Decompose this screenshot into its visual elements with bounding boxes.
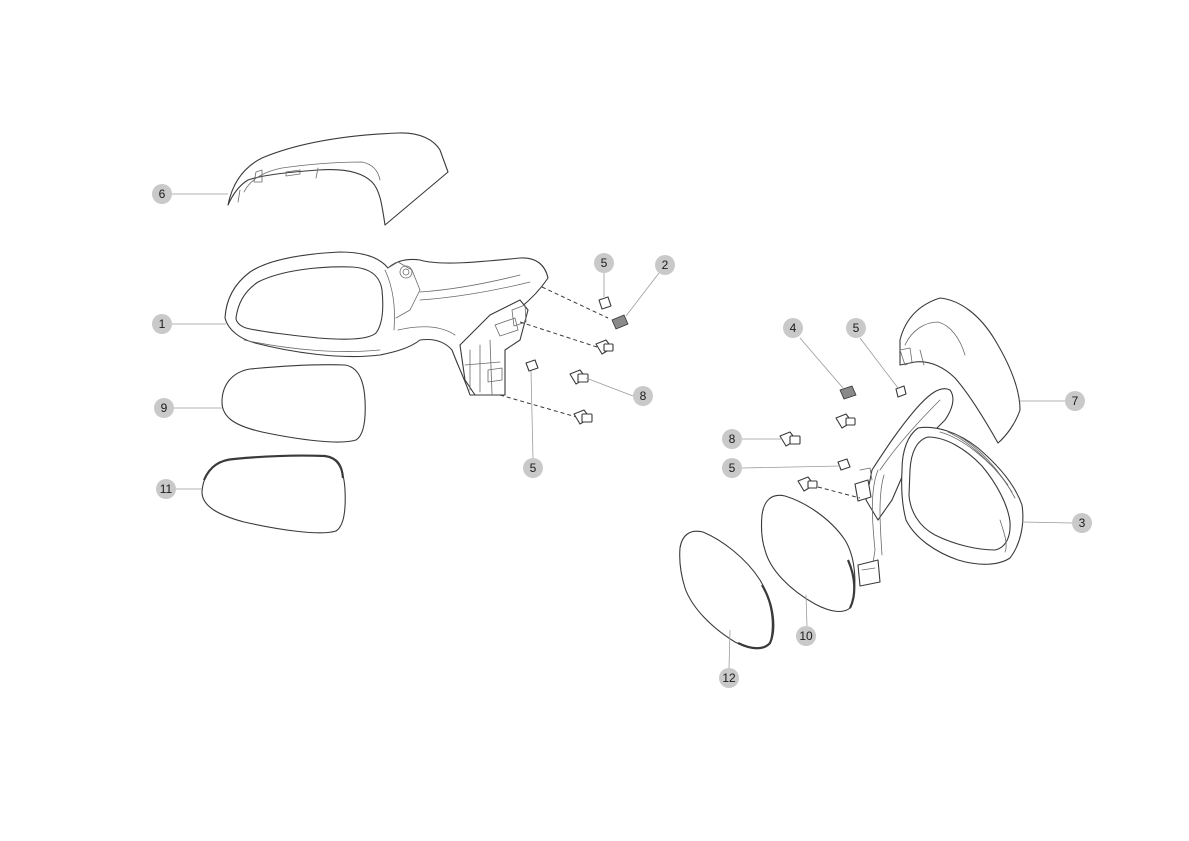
svg-text:3: 3 — [1079, 516, 1086, 530]
callout-3: 3 — [1072, 513, 1092, 533]
callout-8-right: 8 — [722, 429, 742, 449]
callout-10: 10 — [796, 626, 816, 646]
left-mirror-glass-backing — [201, 454, 346, 534]
left-mirror-housing — [224, 251, 549, 396]
left-fastening-lines — [499, 286, 609, 419]
svg-text:10: 10 — [799, 629, 813, 643]
right-screw-lower — [797, 476, 818, 492]
svg-text:12: 12 — [722, 671, 736, 685]
left-mirror-cover — [227, 132, 449, 226]
svg-text:5: 5 — [853, 321, 860, 335]
svg-text:11: 11 — [160, 482, 173, 496]
svg-text:1: 1 — [159, 317, 166, 331]
callout-11: 11 — [156, 479, 176, 499]
callout-5-left-lower: 5 — [523, 458, 543, 478]
left-screw-middle — [569, 369, 589, 385]
left-mirror-glass — [221, 364, 366, 443]
callout-12: 12 — [719, 668, 739, 688]
svg-text:9: 9 — [161, 401, 168, 415]
right-clip-part-4 — [839, 385, 857, 400]
left-screw-lower — [573, 409, 593, 425]
right-mirror-cover — [899, 297, 1021, 444]
svg-text:2: 2 — [662, 258, 669, 272]
callout-5-right-lower: 5 — [722, 458, 742, 478]
svg-text:8: 8 — [729, 432, 736, 446]
svg-text:5: 5 — [530, 461, 537, 475]
right-screw-middle — [779, 431, 801, 447]
svg-text:7: 7 — [1072, 394, 1079, 408]
callout-1: 1 — [152, 314, 172, 334]
callout-2: 2 — [655, 255, 675, 275]
left-screw-upper — [595, 339, 614, 355]
svg-text:4: 4 — [790, 321, 797, 335]
left-clip-upper — [598, 296, 612, 310]
callout-7: 7 — [1065, 391, 1085, 411]
svg-text:5: 5 — [601, 256, 608, 270]
right-clip-lower — [837, 458, 851, 471]
callout-8-left: 8 — [633, 386, 653, 406]
svg-text:5: 5 — [729, 461, 736, 475]
right-mirror-glass-backing — [679, 530, 775, 650]
right-screw-upper — [835, 413, 856, 429]
callout-9: 9 — [154, 398, 174, 418]
leader-lines — [172, 193, 1073, 669]
svg-text:8: 8 — [640, 389, 647, 403]
left-clip-lower — [525, 359, 539, 372]
callout-4: 4 — [783, 318, 803, 338]
callout-6: 6 — [152, 184, 172, 204]
right-clip-upper — [895, 385, 907, 398]
right-fastening-lines — [817, 486, 861, 499]
left-clip-part-2 — [611, 314, 629, 330]
svg-text:6: 6 — [159, 187, 166, 201]
right-mirror-housing — [854, 388, 1024, 587]
right-mirror-glass — [760, 494, 856, 613]
callout-5-right-upper: 5 — [846, 318, 866, 338]
callout-5-left-upper: 5 — [594, 253, 614, 273]
